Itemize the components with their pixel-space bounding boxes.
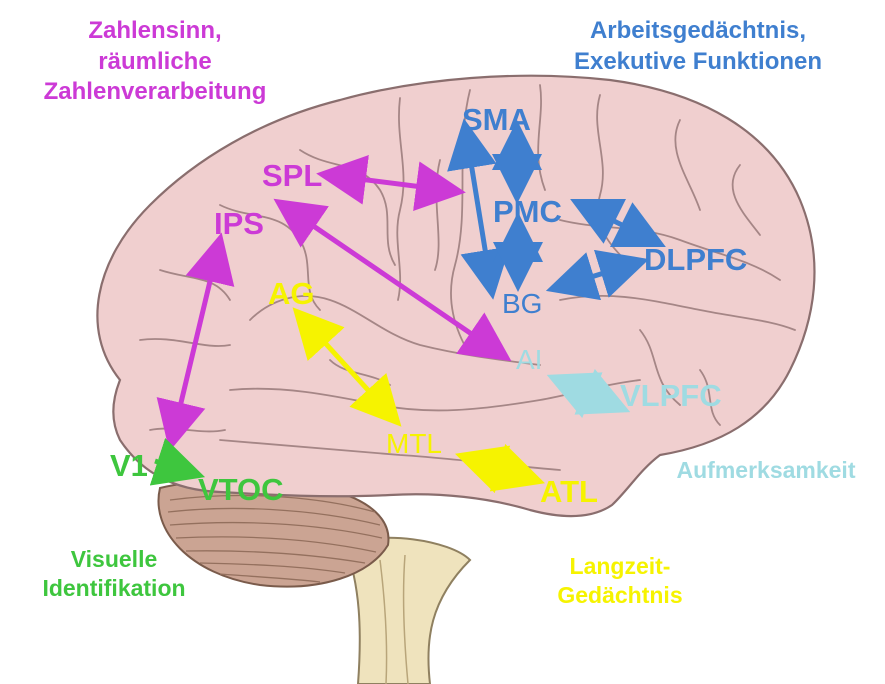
region-label-bg: BG xyxy=(502,290,542,318)
caption-working-memory-line-2: Exekutive Funktionen xyxy=(538,47,858,78)
region-label-ag: AG xyxy=(268,278,315,309)
region-label-mtl: MTL xyxy=(386,430,442,458)
region-label-v1: V1 xyxy=(110,450,148,481)
caption-attention: Aufmerksamkeit xyxy=(650,456,882,485)
caption-number-sense-line-1: Zahlensinn, xyxy=(20,16,290,47)
region-label-dlpfc: DLPFC xyxy=(644,244,747,275)
region-label-sma: SMA xyxy=(462,104,531,135)
caption-number-sense-line-2: räumliche xyxy=(20,47,290,78)
region-label-vlpfc: VLPFC xyxy=(620,380,722,411)
region-label-ips: IPS xyxy=(214,208,264,239)
region-label-ai: AI xyxy=(516,346,542,374)
caption-long-term-memory-line-2: Gedächtnis xyxy=(530,581,710,610)
caption-number-sense-line-3: Zahlenverarbeitung xyxy=(20,77,290,108)
caption-long-term-memory-line-1: Langzeit- xyxy=(530,552,710,581)
region-label-atl: ATL xyxy=(540,476,598,507)
caption-working-memory-line-1: Arbeitsgedächtnis, xyxy=(538,16,858,47)
region-label-spl: SPL xyxy=(262,160,322,191)
caption-working-memory: Arbeitsgedächtnis, Exekutive Funktionen xyxy=(538,16,858,77)
caption-number-sense: Zahlensinn, räumliche Zahlenverarbeitung xyxy=(20,16,290,108)
caption-visual-identification-line-1: Visuelle xyxy=(14,545,214,574)
region-label-pmc: PMC xyxy=(493,196,562,227)
caption-visual-identification: Visuelle Identifikation xyxy=(14,545,214,604)
caption-attention-text: Aufmerksamkeit xyxy=(650,456,882,485)
caption-visual-identification-line-2: Identifikation xyxy=(14,574,214,603)
caption-long-term-memory: Langzeit- Gedächtnis xyxy=(530,552,710,611)
region-label-vtoc: VTOC xyxy=(198,474,284,505)
